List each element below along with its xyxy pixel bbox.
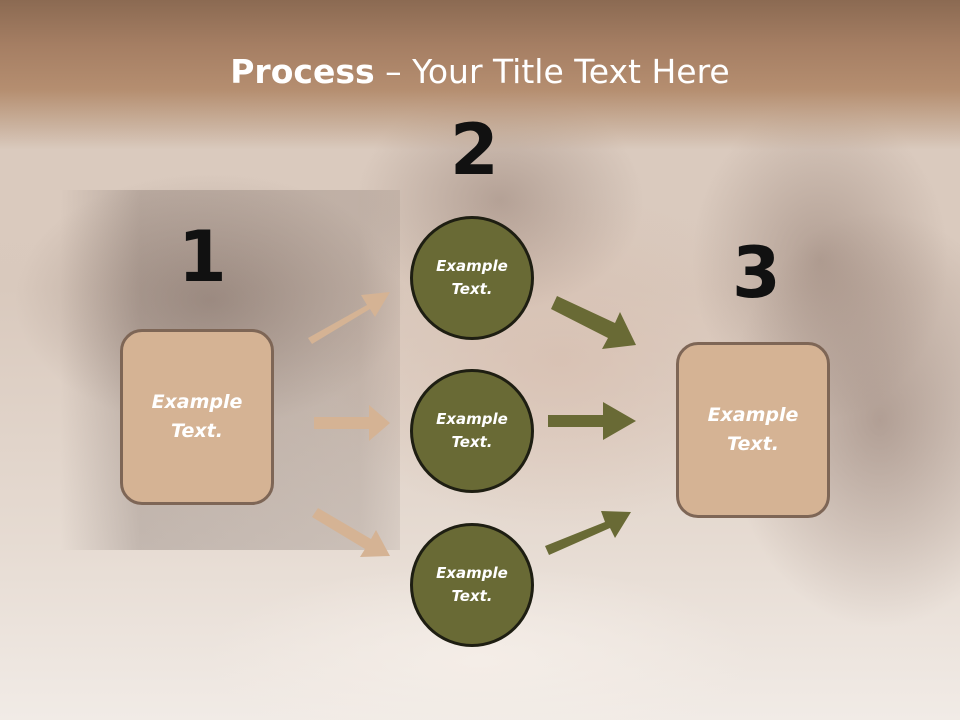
arrow-bottom-circle-to-right	[545, 511, 631, 555]
arrow-left-to-top-circle	[308, 292, 390, 344]
left-step-box-label: Example Text.	[151, 391, 243, 442]
arrow-middle-circle-to-right	[548, 402, 636, 440]
step-circle-top[interactable]: Example Text.	[410, 216, 534, 340]
right-step-box[interactable]: Example Text.	[676, 342, 830, 518]
title-rest-part: – Your Title Text Here	[374, 52, 730, 91]
step-number-3: 3	[732, 232, 781, 314]
step-circle-bottom[interactable]: Example Text.	[410, 523, 534, 647]
arrow-top-circle-to-right	[551, 296, 636, 349]
step-number-2: 2	[450, 109, 499, 191]
tan-arrows	[308, 292, 390, 557]
step-number-1: 1	[178, 216, 227, 298]
title-band	[0, 0, 960, 150]
left-step-box[interactable]: Example Text.	[120, 329, 274, 505]
olive-arrows	[545, 296, 636, 555]
title-bold-part: Process	[230, 52, 375, 91]
step-circle-middle[interactable]: Example Text.	[410, 369, 534, 493]
step-circle-bottom-label: Example Text.	[436, 564, 508, 605]
arrow-left-to-bottom-circle	[312, 508, 390, 557]
right-step-box-label: Example Text.	[707, 404, 799, 455]
arrow-left-to-middle-circle	[314, 405, 390, 441]
slide-title[interactable]: Process – Your Title Text Here	[0, 52, 960, 91]
step-circle-top-label: Example Text.	[436, 257, 508, 298]
step-circle-middle-label: Example Text.	[436, 410, 508, 451]
